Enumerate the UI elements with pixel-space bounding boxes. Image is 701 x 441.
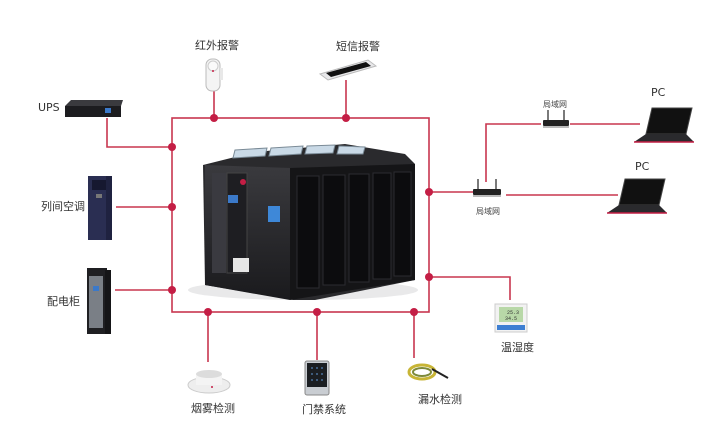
power-distribution-cabinet-icon xyxy=(87,268,111,334)
temp-humidity-label: 温湿度 xyxy=(501,341,534,354)
node-dot xyxy=(313,308,321,316)
micro-datacenter-icon xyxy=(188,144,418,300)
ups-label: UPS xyxy=(38,101,60,114)
access-control-label: 门禁系统 xyxy=(302,403,346,416)
node-dot xyxy=(168,286,176,294)
smoke-detector-icon xyxy=(187,370,231,394)
router-main-icon xyxy=(473,179,501,197)
temperature-humidity-sensor-icon: 25.3 34.5 xyxy=(494,303,528,333)
water-leak-cable-icon xyxy=(407,363,449,381)
humidity-readout: 34.5 xyxy=(505,316,517,322)
node-dot xyxy=(425,273,433,281)
wire-ups xyxy=(106,118,172,148)
row-air-conditioner-icon xyxy=(88,176,112,240)
infrared-alarm-label: 红外报警 xyxy=(195,39,239,52)
infrared-sensor-icon xyxy=(205,58,223,92)
node-dot xyxy=(204,308,212,316)
water-leak-label: 漏水检测 xyxy=(418,393,462,406)
node-dot xyxy=(168,143,176,151)
node-dot xyxy=(168,203,176,211)
pc-top-label: PC xyxy=(651,86,666,99)
lan-top-label: 局域网 xyxy=(543,100,567,109)
sms-alarm-label: 短信报警 xyxy=(336,40,380,53)
pc-bottom-label: PC xyxy=(635,160,650,173)
node-dot xyxy=(342,114,350,122)
wire-lan-link xyxy=(485,123,541,182)
temperature-readout: 25.3 xyxy=(507,310,519,316)
node-dot xyxy=(410,308,418,316)
smoke-detection-label: 烟雾检测 xyxy=(191,402,235,415)
wire-temp xyxy=(429,276,511,300)
ups-icon xyxy=(65,100,123,117)
laptop-bottom-icon xyxy=(607,178,667,214)
lan-main-label: 局域网 xyxy=(476,207,500,216)
central-frame-wire xyxy=(171,117,430,313)
laptop-top-icon xyxy=(634,107,694,143)
row-ac-label: 列间空调 xyxy=(41,200,85,213)
access-control-keypad-icon xyxy=(304,360,330,396)
pdu-cabinet-label: 配电柜 xyxy=(47,295,80,308)
smartphone-icon xyxy=(318,59,378,81)
router-top-icon xyxy=(543,110,569,128)
node-dot xyxy=(210,114,218,122)
node-dot xyxy=(425,188,433,196)
